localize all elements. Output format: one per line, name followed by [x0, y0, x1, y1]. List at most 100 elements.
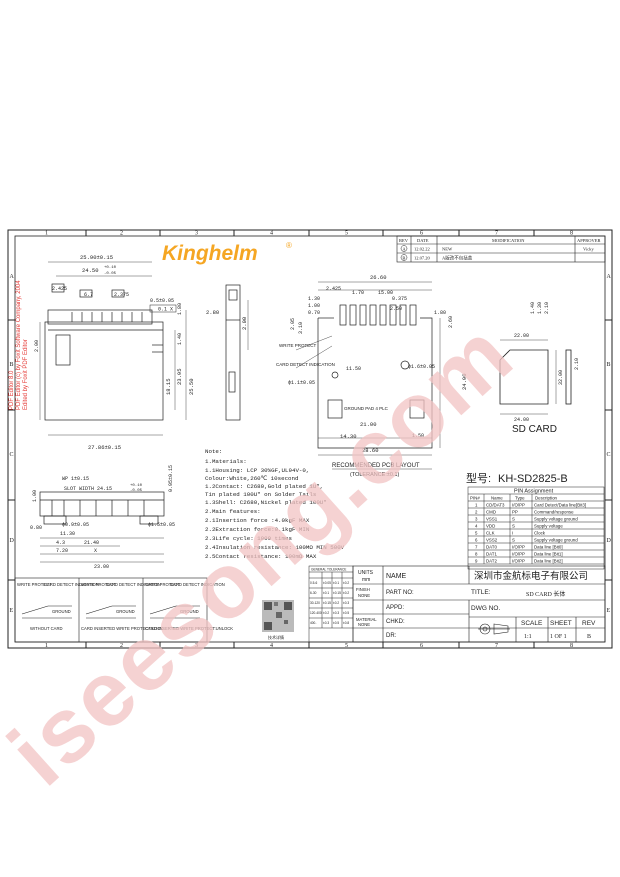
sd-card-label: SD CARD [512, 424, 557, 435]
dim-label: X [170, 307, 173, 313]
foxit-line: PDF Editor (c) by Foxit Software Company… [16, 280, 22, 410]
side-view-drawing [225, 284, 249, 421]
row-letter: B [10, 362, 14, 368]
hole-dim-label: ϕ1.1±0.05 [288, 380, 315, 386]
pin-name: CD/DAT3 [486, 503, 505, 508]
pin-number: 3 [475, 517, 478, 522]
scale-label: SCALE [521, 620, 543, 627]
dim-label: ϕ1.5±0.05 [148, 522, 175, 528]
write-protect-label: WRITE PROTECT [81, 582, 116, 587]
front-view-drawing [39, 261, 187, 436]
title-label: TITLE: [471, 589, 491, 596]
row-letter: A [607, 274, 612, 280]
pin-type: S [512, 524, 515, 529]
revision-table-text: REV DATE MODIFICATION APPROVER A 12.02.2… [399, 238, 601, 262]
pin-number: 5 [475, 531, 478, 536]
tol-value: ±0.05 [323, 581, 331, 585]
title-block-grid [352, 565, 606, 643]
scale-value: 1:1 [524, 634, 532, 640]
dim-label: 2.425 [326, 286, 341, 292]
tolerance-table-grid [308, 565, 354, 643]
pin-number: 2 [475, 510, 478, 515]
chkd-label: CHKD: [386, 619, 405, 625]
column-number: 1 [45, 231, 48, 237]
tol-value: ±0.3 [333, 611, 339, 615]
pin-name: DAT2 [486, 559, 497, 564]
pcb-layout-dims: 26.60 2.425 1.70 15.00 0.375 1.30 1.00 0… [290, 274, 468, 454]
pin-description: Supply voltage ground [534, 517, 578, 522]
projection-symbol-icon [478, 623, 510, 635]
pin-table-grid [467, 486, 605, 570]
dim-label: 3.10 [298, 322, 304, 334]
tol-value: ±0.15 [333, 591, 341, 595]
row-letter: C [607, 452, 611, 458]
pin-name: CLK [486, 531, 495, 536]
write-protect-label: WRITE PROTECT [17, 582, 52, 587]
row-letter: D [10, 538, 15, 544]
tol-value: ±0.1 [323, 591, 329, 595]
dim-label: 0.375 [392, 296, 407, 302]
units-label: UNITS [358, 570, 374, 576]
card-detect-label: CARD DETECT INDICATION [276, 362, 335, 367]
pin-type: S [512, 538, 515, 543]
tol-value: ±0.1 [333, 581, 339, 585]
pin-number: 7 [475, 545, 478, 550]
pin-number: 6 [475, 538, 478, 543]
sheet-label: SHEET [550, 620, 572, 627]
note-line: 1.3Shell: C2680,Nickel plated 100U" [205, 499, 327, 506]
dim-label: 23.95 [176, 368, 183, 385]
dim-label: 0.1 [158, 307, 167, 313]
kinghelm-logo: Kinghelm ® [162, 241, 292, 265]
dim-label: 2.425 [52, 286, 67, 292]
modification-header: MODIFICATION [492, 238, 525, 243]
pin-description: Supply voltage ground [534, 538, 578, 543]
dr-label: DR: [386, 633, 397, 639]
pin-description: Data line [Bit2] [534, 559, 563, 564]
column-number: 4 [270, 643, 273, 649]
dim-label: 22.00 [514, 333, 529, 339]
dim-tol: -0.05 [104, 272, 117, 276]
note-line: 2.1Insertion force :4.0kgF MAX [205, 517, 310, 524]
pin-type: I [512, 531, 513, 536]
pin-name: CMD [486, 510, 496, 515]
rev-modification: NEW [442, 247, 453, 252]
write-protect-label: WRITE PROTECT [279, 343, 316, 348]
note-line: 2.Main features: [205, 508, 261, 515]
dim-label: 23.00 [94, 564, 109, 570]
dim-label: 0.5±0.05 [150, 298, 174, 304]
dim-label: 1.80 [177, 303, 183, 315]
pcb-layout-title: RECOMMENDED PCB LAYOUT [332, 463, 420, 469]
pin-col-header: Type [515, 496, 525, 501]
units-value: mm [362, 577, 370, 583]
dim-label: 21.40 [84, 540, 99, 546]
dim-label: 6.7 [84, 292, 93, 298]
pin-type: I/O/PP [512, 552, 525, 557]
column-number: 7 [495, 643, 498, 649]
column-number: 4 [270, 231, 273, 237]
sd-card-drawing [499, 339, 572, 415]
logo-text: Kinghelm [162, 242, 258, 265]
pin-number: 9 [475, 559, 478, 564]
dim-label: 1.00 [32, 490, 38, 502]
qr-code: 技术详情 [262, 600, 294, 640]
write-protect-label: WRITE PROTECT [145, 582, 180, 587]
dim-label: 11.30 [60, 531, 75, 537]
pin-type: I/O/PP [512, 559, 525, 564]
rev-approver: Vicky [583, 247, 594, 252]
approver-header: APPROVER [577, 238, 601, 243]
dim-label: ϕ0.9±0.05 [62, 522, 89, 528]
tolerance-title: GENERAL TOLERANCE [311, 568, 346, 572]
pcb-layout-drawing [295, 281, 441, 456]
row-letter: E [10, 608, 14, 614]
dim-label: 1.70 [352, 290, 364, 296]
column-number: 5 [345, 231, 348, 237]
dim-label: 1.40 [177, 333, 183, 345]
pin-table-text: PIN Assignment PIN# Name Type Descriptio… [470, 489, 586, 564]
title-value: SD CARD 长体 [526, 590, 565, 598]
material-value: NONE [358, 622, 370, 627]
tol-value: ±0.2 [323, 611, 329, 615]
dim-label: 2.50 [390, 306, 402, 312]
pin-name: VSS2 [486, 538, 498, 543]
pin-number: 8 [475, 552, 478, 557]
dim-label: 2.80 [206, 309, 219, 316]
